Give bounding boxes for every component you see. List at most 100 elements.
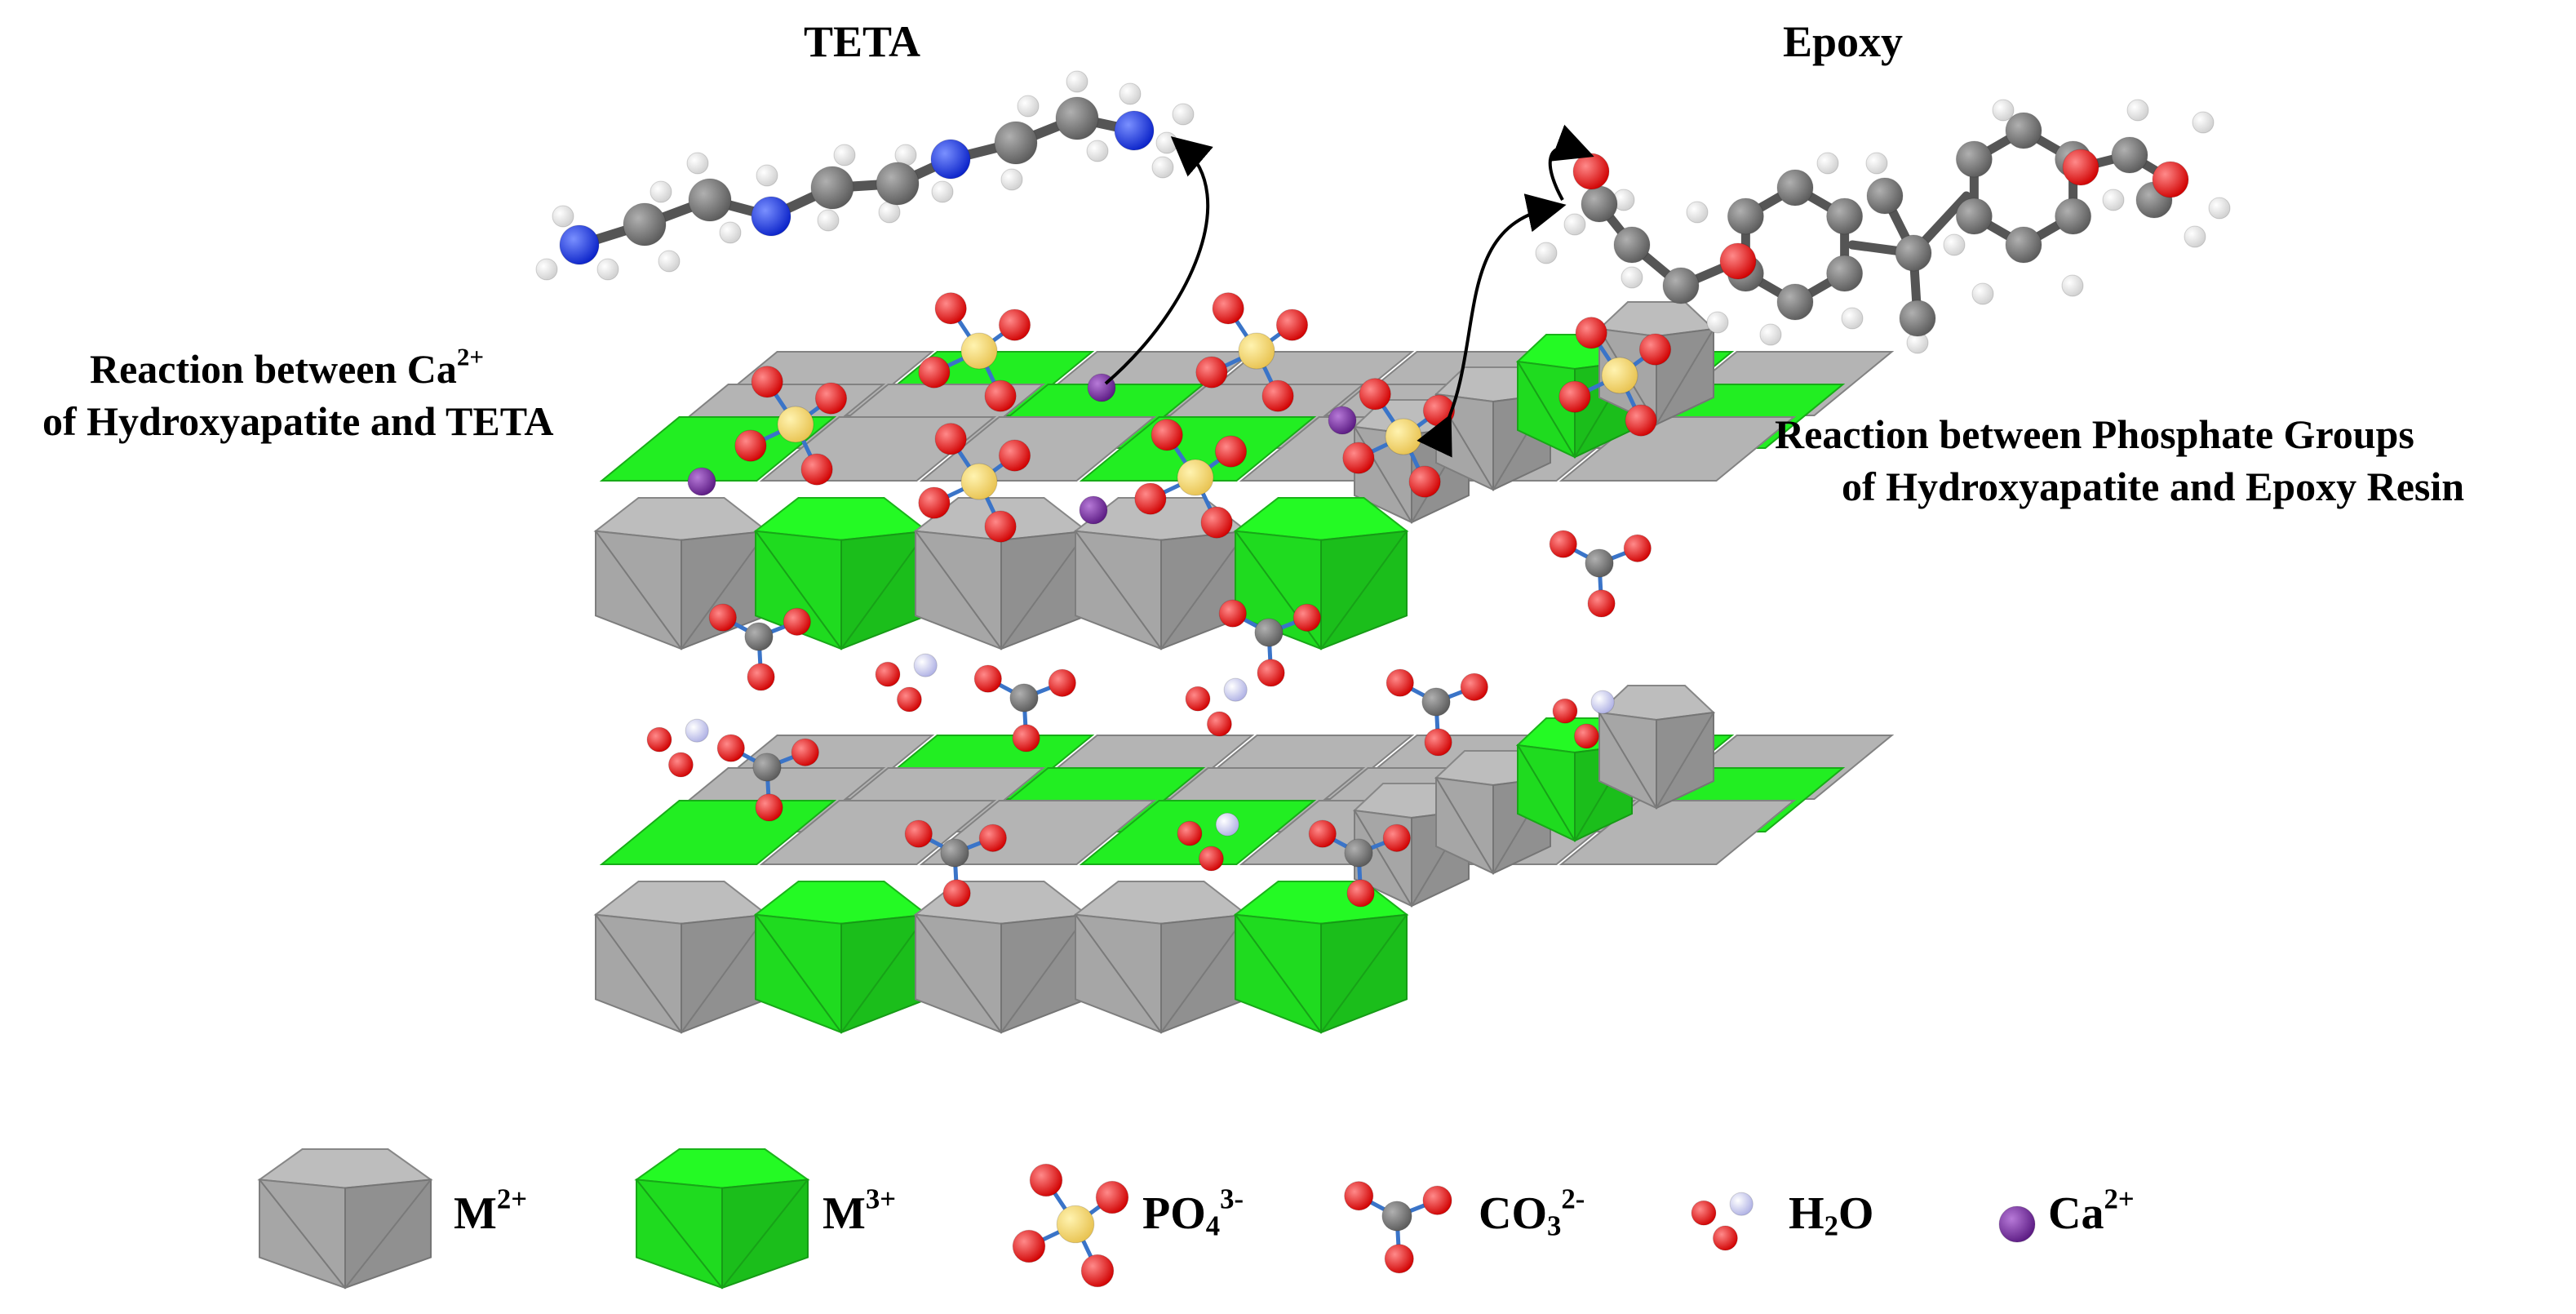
oxygen-atom bbox=[1623, 534, 1652, 562]
hydrogen-atom bbox=[685, 718, 709, 743]
oxygen-atom bbox=[708, 603, 737, 632]
caption-right-line2: of Hydroxyapatite and Epoxy Resin bbox=[1842, 464, 2465, 509]
hydrogen-atom bbox=[1992, 99, 2015, 122]
organic-molecules bbox=[535, 70, 2231, 354]
oxygen-atom bbox=[1134, 482, 1167, 515]
carbon-atom bbox=[1613, 226, 1651, 264]
hydrogen-atom bbox=[1706, 311, 1729, 334]
oxygen-atom bbox=[904, 819, 933, 848]
oxygen-atom bbox=[1198, 846, 1224, 872]
carbon-atom bbox=[1009, 683, 1039, 712]
legend-m3-label: M3+ bbox=[822, 1183, 897, 1239]
oxygen-atom bbox=[1029, 1163, 1063, 1197]
carbon-atom bbox=[1955, 140, 1993, 178]
octahedron-front bbox=[1233, 881, 1409, 1034]
hydrogen-atom bbox=[1215, 812, 1239, 837]
nitrogen-atom bbox=[1114, 110, 1155, 151]
legend-h2o-label: H2O bbox=[1789, 1188, 1874, 1242]
hydrogen-atom bbox=[1971, 282, 1994, 305]
phosphorus-atom bbox=[960, 463, 998, 500]
oxygen-atom bbox=[1261, 380, 1294, 412]
epoxy-ring-arrow bbox=[1548, 124, 1594, 201]
carbon-atom bbox=[688, 178, 732, 222]
phosphorus-atom bbox=[1601, 357, 1638, 394]
water-molecule bbox=[1185, 677, 1248, 737]
hydrogen-atom bbox=[1223, 677, 1248, 702]
hydrogen-atom bbox=[2192, 111, 2215, 134]
hydrogen-atom bbox=[1000, 168, 1023, 191]
hydrogen-atom bbox=[1943, 233, 1966, 256]
oxygen-atom bbox=[1342, 442, 1375, 474]
legend-m2-icon bbox=[257, 1148, 433, 1290]
nitrogen-atom bbox=[930, 139, 971, 180]
epoxy-reaction-arrow bbox=[1417, 193, 1567, 458]
oxygen-atom bbox=[747, 663, 775, 691]
oxygen-atom bbox=[1200, 506, 1233, 539]
calcium-ion bbox=[687, 467, 716, 496]
oxygen-atom bbox=[1346, 879, 1375, 908]
oxygen-atom bbox=[751, 366, 783, 398]
oxygen-atom bbox=[918, 486, 951, 519]
carbon-atom bbox=[1826, 198, 1864, 235]
carbon-atom bbox=[1055, 96, 1099, 140]
carbon-atom bbox=[1955, 198, 1993, 235]
oxygen-atom bbox=[984, 510, 1017, 543]
phosphate-ion bbox=[1134, 419, 1248, 539]
water-molecule bbox=[646, 718, 709, 778]
oxygen-atom bbox=[755, 793, 783, 822]
oxygen-atom bbox=[978, 823, 1007, 852]
hydrogen-atom bbox=[650, 180, 672, 203]
oxygen-atom bbox=[646, 726, 672, 752]
carbon-atom bbox=[1662, 267, 1700, 304]
hydrogen-atom bbox=[1563, 213, 1586, 236]
lower-layer bbox=[593, 685, 1895, 1034]
phosphorus-atom bbox=[777, 406, 814, 443]
legend-co3-label: CO32- bbox=[1479, 1183, 1585, 1242]
oxygen-atom bbox=[2062, 149, 2099, 186]
oxygen-atom bbox=[1691, 1200, 1717, 1226]
phosphorus-atom bbox=[1238, 332, 1275, 370]
carbonate-ion bbox=[973, 664, 1076, 752]
carbon-atom bbox=[1581, 185, 1618, 223]
oxygen-atom bbox=[1012, 1229, 1046, 1263]
oxygen-atom bbox=[896, 686, 922, 712]
oxygen-atom bbox=[1625, 404, 1657, 437]
teta-title: TETA bbox=[804, 17, 921, 66]
legend-icons bbox=[257, 1148, 2036, 1290]
oxygen-atom bbox=[1558, 380, 1591, 413]
oxygen-atom bbox=[1386, 668, 1414, 697]
octahedron-front bbox=[913, 881, 1089, 1034]
carbon-atom bbox=[2005, 226, 2042, 264]
interlayer-ions bbox=[646, 292, 1672, 908]
nitrogen-atom bbox=[559, 224, 600, 265]
epoxy-molecule bbox=[1535, 99, 2231, 354]
hydrogen-atom bbox=[719, 221, 742, 244]
carbon-atom bbox=[1776, 283, 1814, 321]
phosphorus-atom bbox=[1385, 418, 1422, 455]
oxygen-atom bbox=[667, 752, 694, 778]
oxygen-atom bbox=[1422, 394, 1456, 427]
hydrogen-atom bbox=[833, 144, 856, 166]
octahedron-front bbox=[593, 881, 769, 1034]
hydrogen-atom bbox=[1151, 156, 1174, 179]
hydrogen-atom bbox=[2208, 197, 2231, 220]
phosphorus-atom bbox=[1056, 1205, 1095, 1244]
carbon-atom bbox=[2005, 112, 2042, 149]
water-molecule bbox=[1177, 812, 1239, 872]
phosphate-ion bbox=[1558, 317, 1672, 437]
carbon-atom bbox=[623, 202, 667, 246]
octahedral-layers bbox=[593, 301, 1895, 1034]
reaction-arrows bbox=[1104, 124, 1594, 458]
carbonate-ion bbox=[1549, 530, 1652, 618]
nitrogen-atom bbox=[751, 196, 791, 237]
phosphate-ion bbox=[918, 423, 1031, 543]
oxygen-atom bbox=[1408, 465, 1441, 498]
carbonate-ion bbox=[1386, 668, 1488, 757]
oxygen-atom bbox=[1212, 292, 1244, 325]
oxygen-atom bbox=[998, 439, 1031, 472]
oxygen-atom bbox=[1257, 659, 1285, 687]
carbon-atom bbox=[810, 166, 854, 210]
legend-h2o-icon bbox=[1691, 1192, 1754, 1251]
carbon-atom bbox=[1776, 169, 1814, 206]
oxygen-atom bbox=[1587, 589, 1616, 618]
